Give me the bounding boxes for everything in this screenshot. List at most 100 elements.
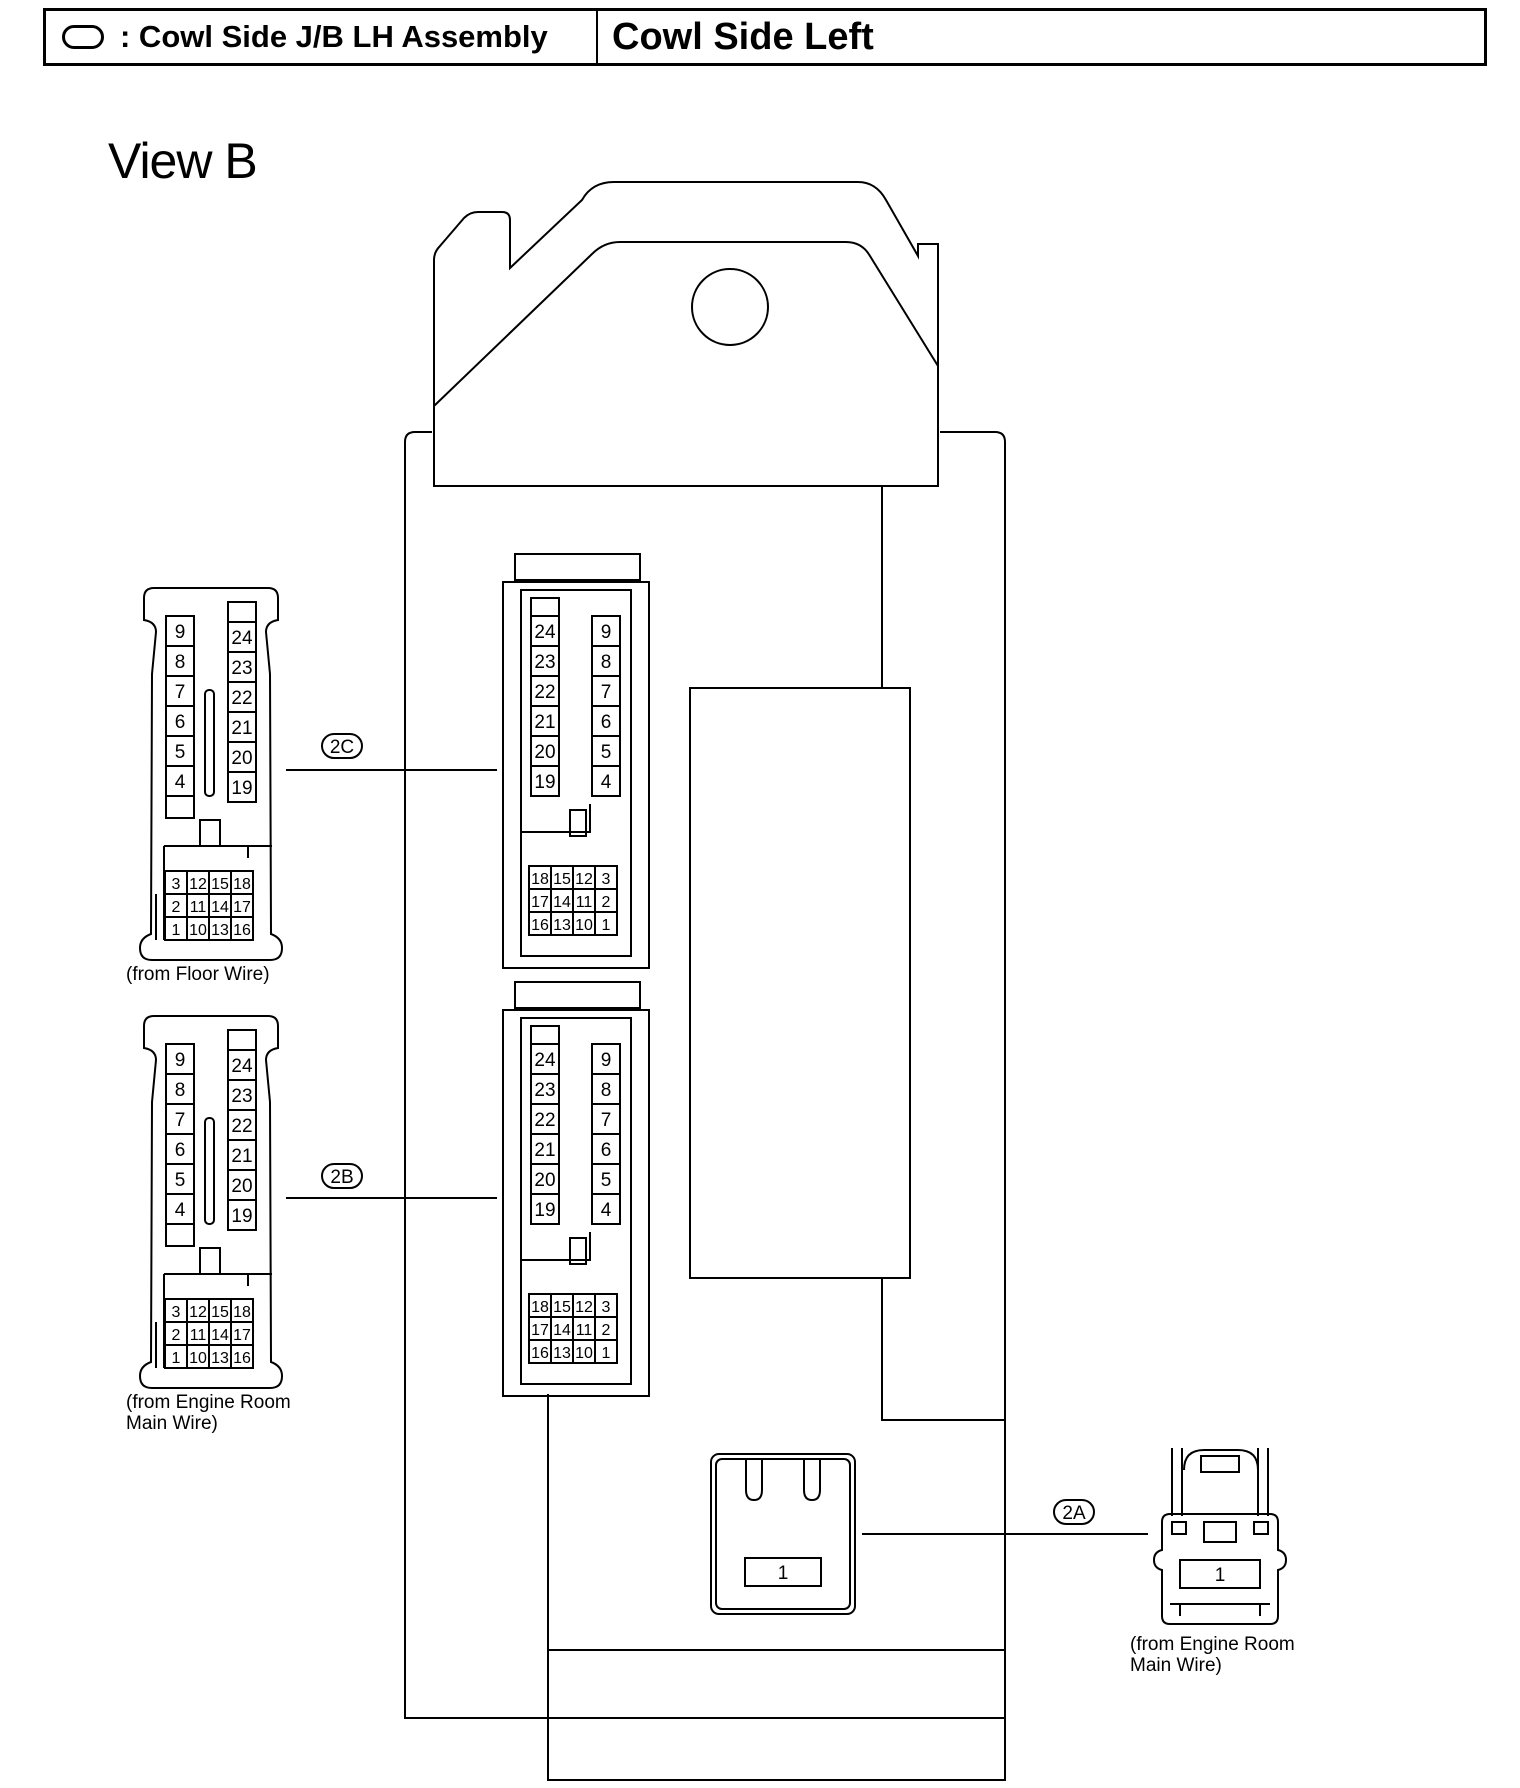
grid-pin-label: 11 xyxy=(576,1322,593,1339)
grid-pin-label: 14 xyxy=(553,1322,571,1339)
pin-label: 6 xyxy=(175,1140,186,1161)
key-outline xyxy=(520,804,591,956)
connector-2c xyxy=(138,587,284,961)
terminal-cell xyxy=(1179,1559,1261,1589)
grid-pin-label: 18 xyxy=(233,1304,251,1321)
pin-label: 6 xyxy=(601,712,612,733)
grid-cell xyxy=(594,911,618,936)
pin-label: 22 xyxy=(534,1110,555,1131)
caption-2c: (from Floor Wire) xyxy=(126,964,270,985)
key-outline xyxy=(520,1232,591,1384)
key-slot xyxy=(569,1237,587,1265)
caption-line: Main Wire) xyxy=(1130,1655,1222,1676)
caption-line: (from Engine Room xyxy=(126,1392,291,1413)
pin-label: 7 xyxy=(601,1110,612,1131)
pin-label: 7 xyxy=(175,682,186,703)
grid-pin-label: 1 xyxy=(172,1350,181,1367)
pin-label: 1 xyxy=(1215,1565,1226,1586)
connector-2a xyxy=(1152,1448,1288,1625)
grid-pin-label: 2 xyxy=(602,1322,611,1339)
pin-label: 4 xyxy=(175,1200,186,1221)
grid-pin-label: 10 xyxy=(575,1345,593,1362)
grid-pin-label: 18 xyxy=(233,876,251,893)
grid-pin-label: 3 xyxy=(602,1299,611,1316)
grid-pin-label: 10 xyxy=(575,917,593,934)
grid-pin-label: 3 xyxy=(602,871,611,888)
corner-tab xyxy=(1171,1521,1187,1535)
pin-label: 20 xyxy=(534,742,555,763)
socket-housing xyxy=(710,1453,856,1615)
pin-label: 23 xyxy=(231,658,252,679)
blank-cavity xyxy=(165,795,195,819)
pin-label: 7 xyxy=(601,682,612,703)
corner-tab xyxy=(1253,1521,1269,1535)
grid-pin-label: 16 xyxy=(531,917,549,934)
grid-pin-label: 16 xyxy=(531,1345,549,1362)
jb-socket-2a xyxy=(710,1453,856,1615)
caption-line: Main Wire) xyxy=(126,1413,218,1434)
blank-cavity xyxy=(227,601,257,623)
latch-top xyxy=(1183,1449,1259,1506)
pin-label: 24 xyxy=(231,1056,253,1077)
grid-pin-label: 11 xyxy=(190,1327,207,1344)
pin-label: 5 xyxy=(175,1170,186,1191)
grid-pin-label: 10 xyxy=(189,922,207,939)
caption-line: (from Engine Room xyxy=(1130,1634,1295,1655)
key-outline xyxy=(164,820,272,858)
pin-label: 9 xyxy=(175,622,186,643)
header-location: Cowl Side Left xyxy=(612,15,874,58)
grid-pin-label: 1 xyxy=(602,917,611,934)
header-location-cell: Cowl Side Left xyxy=(598,11,1484,63)
pin-label: 24 xyxy=(534,1050,556,1071)
grid-pin-label: 12 xyxy=(189,1304,207,1321)
grid-pin-label: 1 xyxy=(172,922,181,939)
pin-label: 8 xyxy=(175,1080,186,1101)
jb-receptacle-2b xyxy=(502,981,650,1397)
pin-label: 9 xyxy=(175,1050,186,1071)
socket-notch xyxy=(803,1459,821,1502)
pin-label: 21 xyxy=(534,712,555,733)
receptacle-housing xyxy=(502,581,650,969)
connector-housing xyxy=(1152,1513,1288,1625)
grid-pin-label: 17 xyxy=(531,1322,549,1339)
grid-pin-label: 17 xyxy=(233,1327,251,1344)
grid-pin-label: 18 xyxy=(531,1299,549,1316)
connector-2a-badge xyxy=(1053,1499,1095,1525)
pin-label: 19 xyxy=(534,1200,555,1221)
pin-label: 5 xyxy=(175,742,186,763)
grid-cell xyxy=(594,1339,618,1364)
grid-pin-label: 2 xyxy=(172,1327,181,1344)
pin-label: 8 xyxy=(175,652,186,673)
grid-pin-label: 17 xyxy=(531,894,549,911)
pin-label: 24 xyxy=(231,628,253,649)
grid-cell xyxy=(230,916,254,941)
terminal-cell xyxy=(227,1199,257,1231)
connector-2c-code: 2C xyxy=(330,737,354,758)
receptacle-inner xyxy=(520,1017,632,1385)
grid-pin-label: 16 xyxy=(233,1350,251,1367)
grid-pin-label: 14 xyxy=(211,1327,229,1344)
pin-label: 1 xyxy=(778,1563,789,1584)
pin-label: 7 xyxy=(175,1110,186,1131)
view-title: View B xyxy=(108,133,258,189)
terminal-cell xyxy=(591,765,621,797)
oval-icon xyxy=(62,25,104,49)
pin-label: 20 xyxy=(231,748,252,769)
grid-pin-label: 15 xyxy=(553,1299,571,1316)
pin-label: 5 xyxy=(601,1170,612,1191)
key-slot xyxy=(569,809,587,837)
blank-cavity xyxy=(227,1029,257,1051)
blank-cavity xyxy=(165,1223,195,1247)
side-rib xyxy=(155,846,165,940)
header-component-cell: : Cowl Side J/B LH Assembly xyxy=(46,11,598,63)
pin-label: 22 xyxy=(534,682,555,703)
grid-pin-label: 15 xyxy=(211,876,229,893)
pin-label: 4 xyxy=(601,1200,612,1221)
pin-label: 19 xyxy=(534,772,555,793)
blank-cavity xyxy=(530,597,560,617)
grid-pin-label: 1 xyxy=(602,1345,611,1362)
receptacle-latch xyxy=(514,553,641,581)
pin-label: 19 xyxy=(231,778,252,799)
